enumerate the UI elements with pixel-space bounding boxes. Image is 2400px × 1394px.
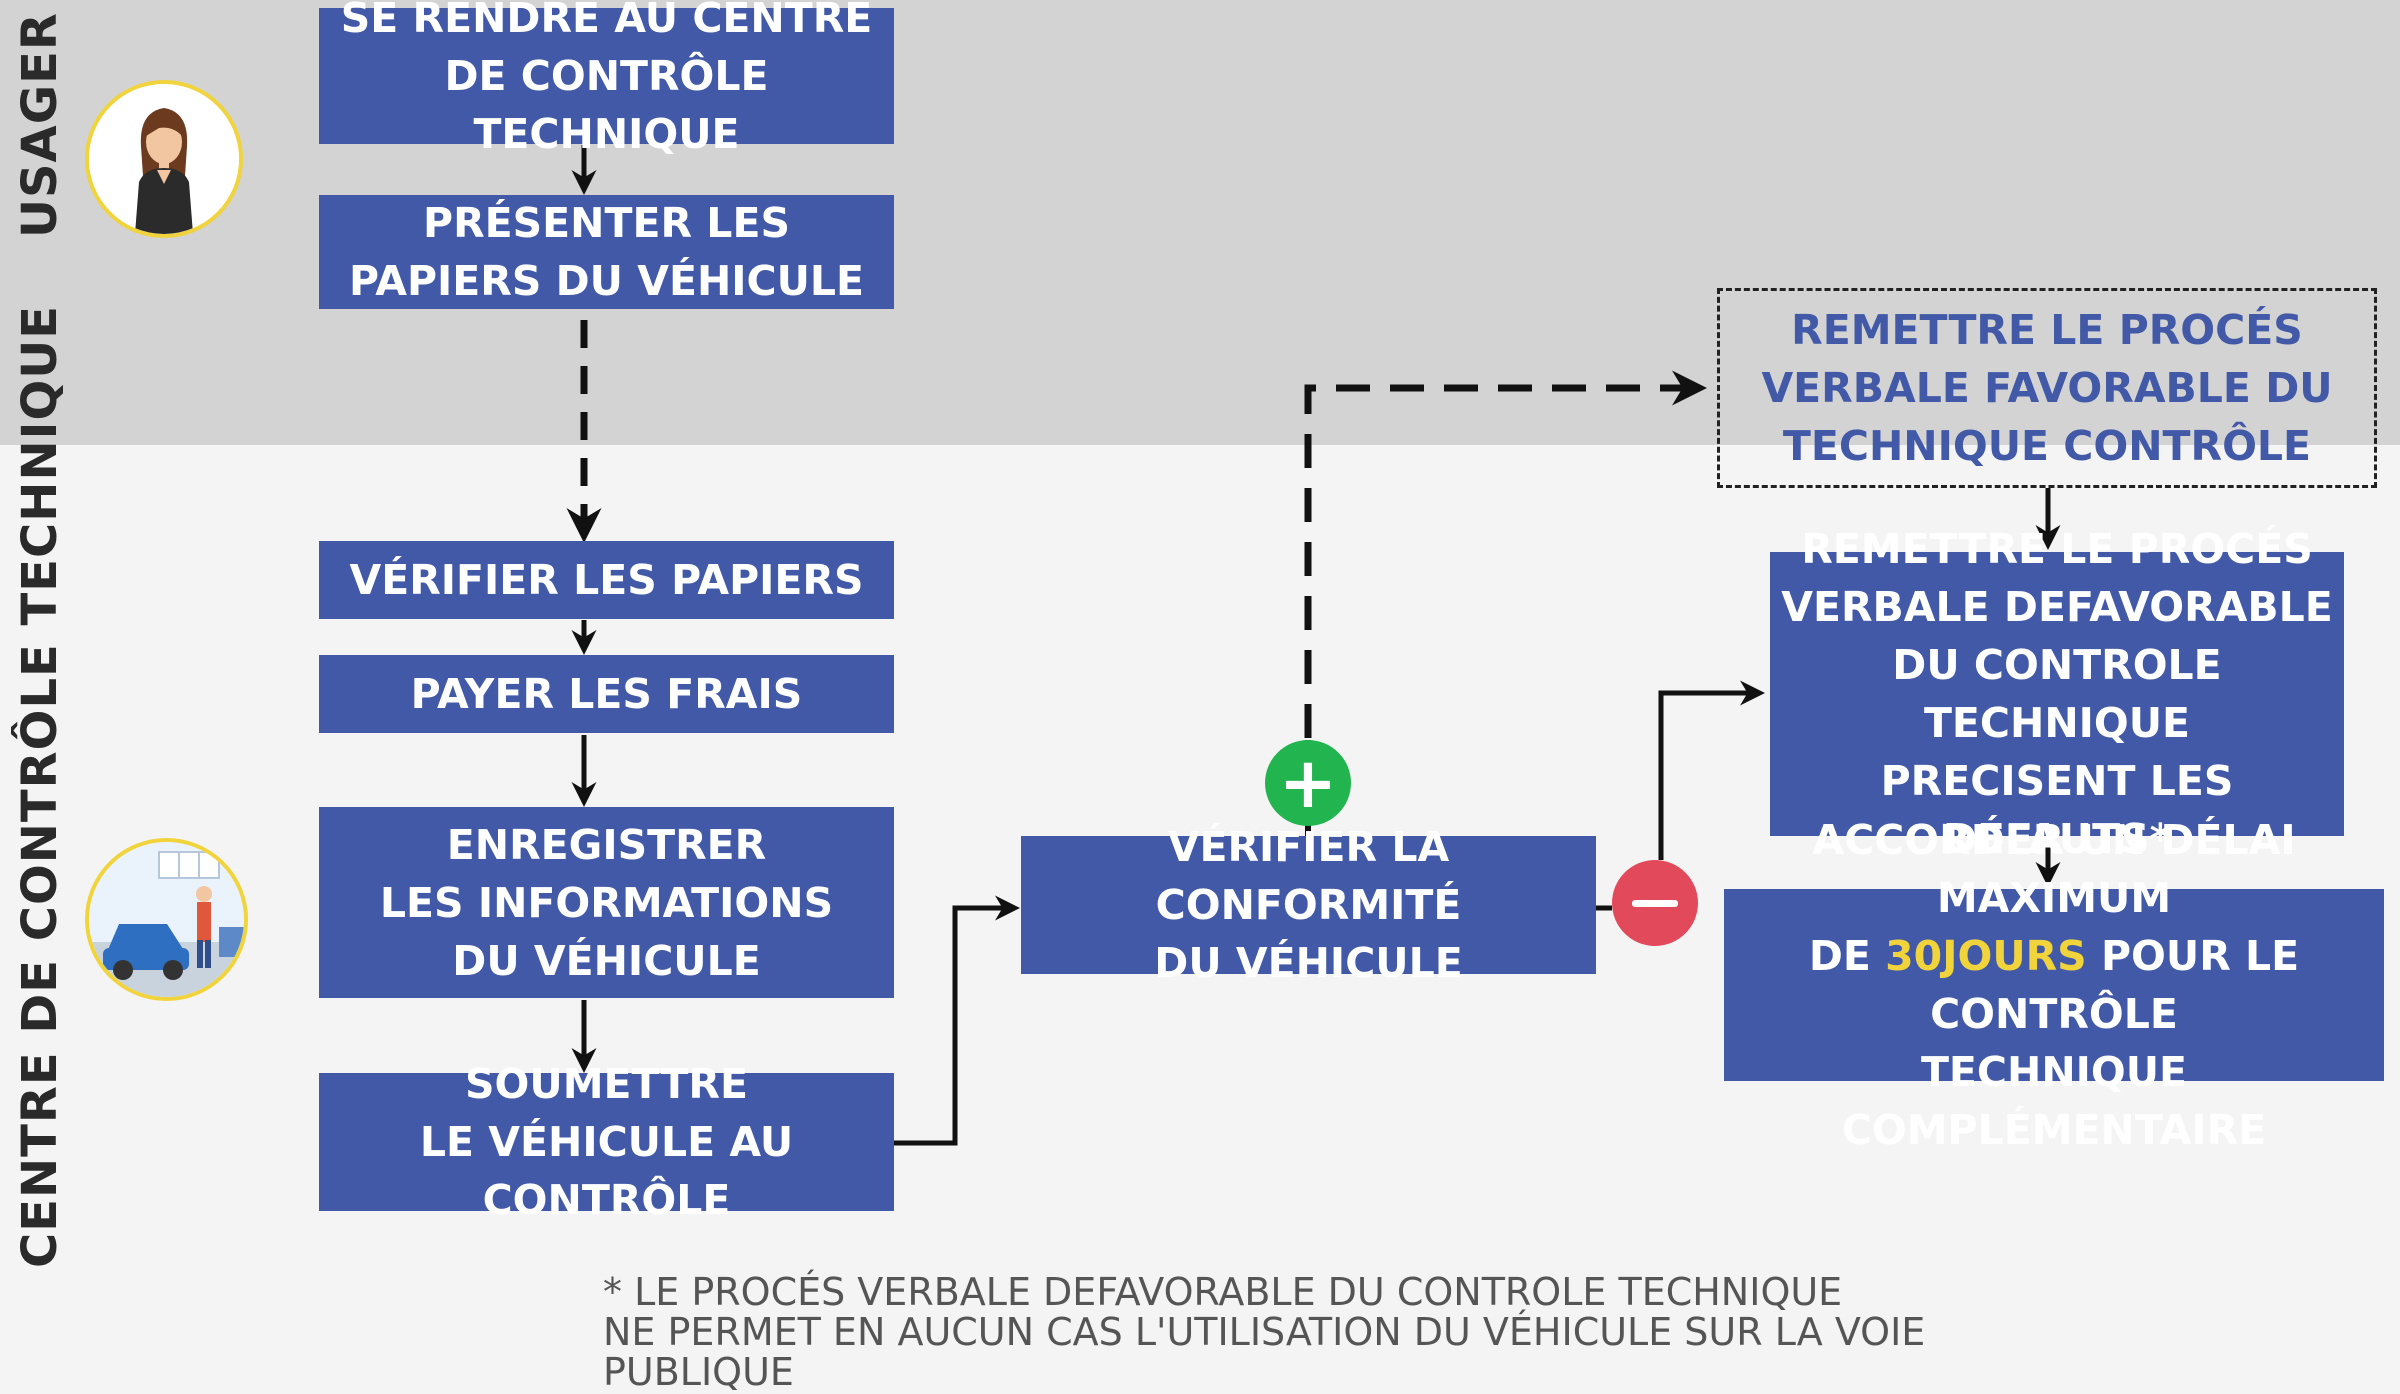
plus-icon: +: [1265, 740, 1351, 826]
accorder-line-2-pre: DE: [1808, 932, 1886, 980]
step-pv-defavorable: REMETTRE LE PROCÉS VERBALE DEFAVORABLE D…: [1770, 525, 2344, 863]
minus-bar: [1632, 899, 1678, 907]
accorder-highlight-30jours: 30JOURS: [1885, 932, 2087, 980]
step-soumettre: SOUMETTRE LE VÉHICULE AU CONTRÔLE: [319, 1060, 894, 1224]
arrow-minus-to-defavorable: [1658, 680, 1765, 860]
arrow-plus-to-favorable: [1304, 370, 1707, 738]
step-verifier-conformite: VÉRIFIER LA CONFORMITÉ DU VÉHICULE: [1021, 823, 1596, 987]
minus-icon: [1612, 860, 1698, 946]
step-enregistrer: ENREGISTRER LES INFORMATIONS DU VÉHICULE: [319, 807, 894, 998]
footnote: * LE PROCÉS VERBALE DEFAVORABLE DU CONTR…: [603, 1270, 1926, 1394]
step-payer-frais: PAYER LES FRAIS: [319, 655, 894, 733]
step-se-rendre: SE RENDRE AU CENTRE DE CONTRÔLE TECHNIQU…: [319, 0, 894, 158]
step-accorder-delai: ACCORDER UN DÉLAI MAXIMUM DE 30JOURS POU…: [1724, 816, 2384, 1154]
garage-mechanic-icon: [85, 838, 248, 1001]
accorder-line-3: TECHNIQUE COMPLÉMENTAIRE: [1841, 1048, 2267, 1154]
accorder-line-2-post: POUR LE CONTRÔLE: [1930, 932, 2300, 1038]
step-presenter-papiers: PRÉSENTER LES PAPIERS DU VÉHICULE: [319, 195, 894, 309]
step-verifier-papiers: VÉRIFIER LES PAPIERS: [319, 541, 894, 619]
connectors: [566, 145, 2061, 1146]
accorder-line-1: ACCORDER UN DÉLAI MAXIMUM: [1812, 816, 2296, 922]
accorder-line-2: DE 30JOURS POUR LE CONTRÔLE: [1724, 927, 2384, 1043]
arrow-soumettre-to-conformite: [894, 895, 1020, 1146]
woman-avatar-icon: [85, 80, 243, 238]
step-pv-favorable: REMETTRE LE PROCÉS VERBALE FAVORABLE DU …: [1717, 288, 2377, 488]
